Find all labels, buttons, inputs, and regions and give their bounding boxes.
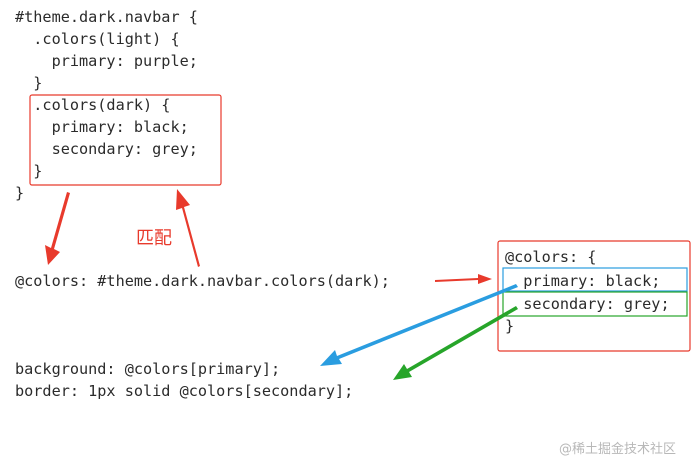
green-arrow [393, 306, 518, 380]
watermark: @稀土掘金技术社区 [559, 442, 677, 457]
code-line-4: } [15, 74, 43, 92]
result-line-3: secondary: grey; [505, 295, 670, 313]
match-label: 匹配 [136, 228, 172, 249]
code-line-1: #theme.dark.navbar { [15, 8, 198, 26]
red-arrow-up [176, 189, 200, 267]
code-line-5: .colors(dark) { [15, 96, 171, 114]
red-arrow-right [435, 274, 492, 284]
result-line-2: primary: black; [505, 272, 661, 290]
assign-line: @colors: #theme.dark.navbar.colors(dark)… [15, 272, 390, 290]
result-line-4: } [505, 317, 515, 335]
usage-line-2: border: 1px solid @colors[secondary]; [15, 382, 354, 400]
red-arrow-down [45, 192, 70, 265]
usage-line-1: background: @colors[primary]; [15, 360, 281, 378]
result-line-1: @colors: { [505, 248, 597, 266]
code-line-8: } [15, 162, 43, 180]
code-line-6: primary: black; [15, 118, 189, 136]
code-line-7: secondary: grey; [15, 140, 198, 158]
blue-arrow [320, 284, 518, 366]
code-line-2: .colors(light) { [15, 30, 180, 48]
code-line-9: } [15, 184, 25, 202]
code-line-3: primary: purple; [15, 52, 198, 70]
